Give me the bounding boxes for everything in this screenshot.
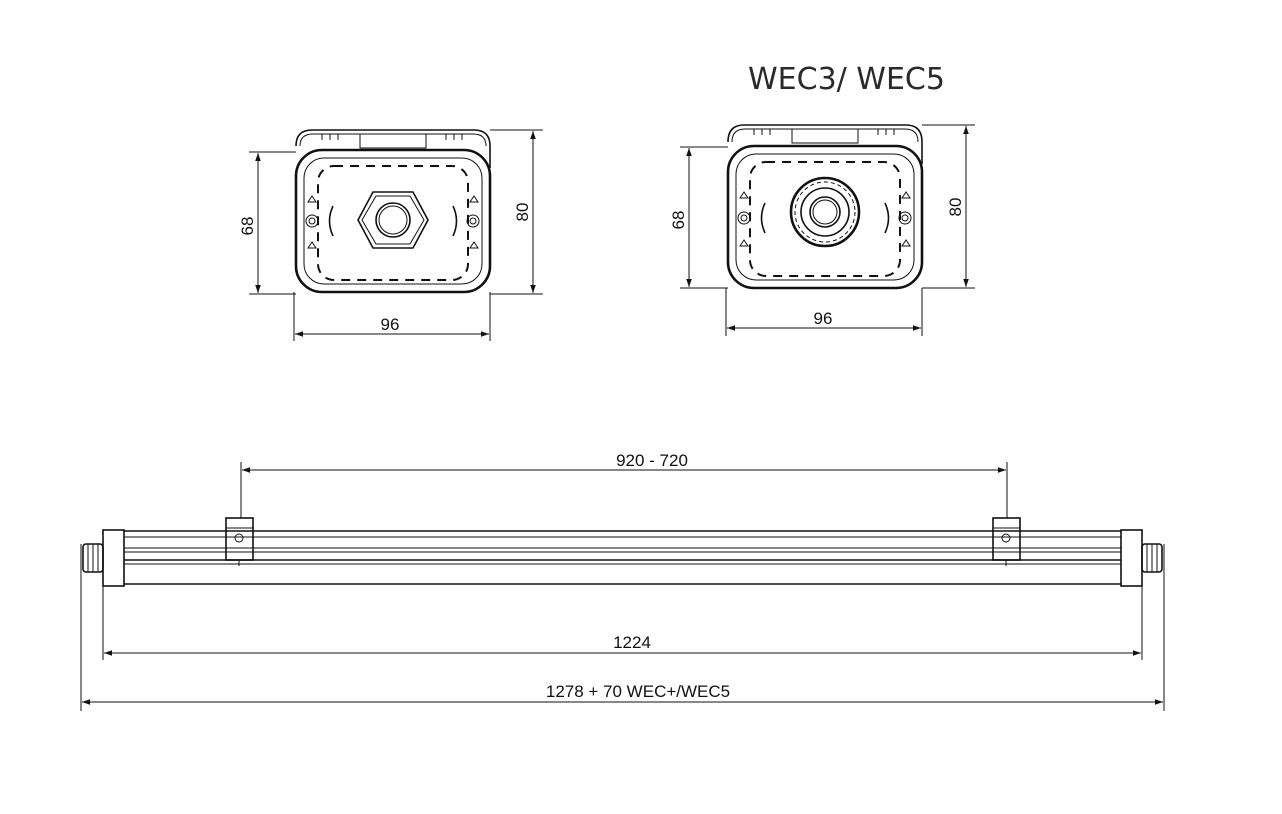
overall-length-dimension: 1278 + 70 WEC+/WEC5 [80,544,1165,711]
right-end-view [726,124,924,290]
right-overall-height-dimension: 80 [922,124,975,289]
right-overall-height-label: 80 [946,198,965,217]
overall-length-label: 1278 + 70 WEC+/WEC5 [546,682,730,701]
right-width-label: 96 [814,309,833,328]
drawing-title: WEC3/ WEC5 [748,62,945,97]
left-end-view [294,129,492,294]
left-width-label: 96 [381,315,400,334]
right-height-dimension: 68 [669,146,728,289]
body-length-label: 1224 [613,633,651,652]
left-height-label: 68 [238,217,257,236]
right-height-label: 68 [669,211,688,230]
bracket-spacing-dimension: 920 - 720 [240,451,1008,518]
side-view [82,517,1163,587]
bracket-spacing-label: 920 - 720 [616,451,688,470]
left-overall-height-label: 80 [513,203,532,222]
left-height-dimension: 68 [238,151,296,295]
left-width-dimension: 96 [293,292,491,341]
body-length-dimension: 1224 [102,586,1143,660]
right-width-dimension: 96 [725,288,923,336]
left-overall-height-dimension: 80 [490,129,543,295]
